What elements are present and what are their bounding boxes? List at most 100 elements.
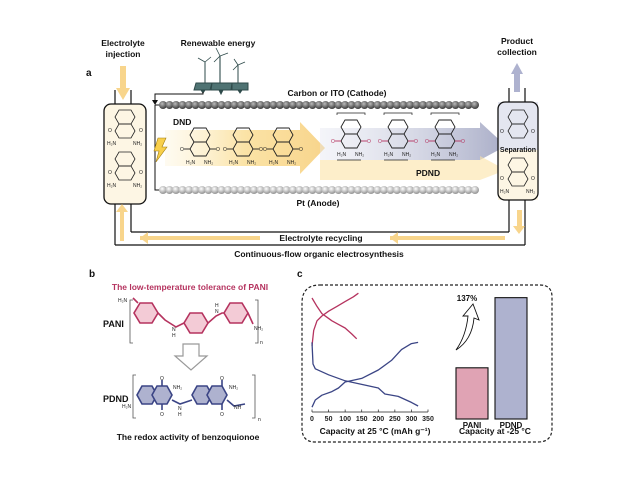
cathode-bead [191, 101, 200, 109]
svg-text:H₂N: H₂N [384, 152, 394, 158]
panel-a: a Electrolyte injection O O H₂N NH₂ O O [86, 36, 539, 259]
x-tick-label: 350 [422, 416, 434, 423]
anode-bead [237, 186, 245, 194]
anode-bead [380, 186, 388, 194]
svg-text:H₂N: H₂N [269, 160, 279, 166]
cathode-bead [451, 101, 460, 109]
pdnd-title: The redox activity of benzoquionoe [117, 432, 260, 442]
svg-text:n: n [260, 340, 263, 346]
anode-bead [217, 186, 226, 194]
separation-label: Separation [500, 147, 536, 154]
anode-bead [373, 186, 382, 194]
cathode-bead [269, 101, 278, 109]
svg-text:NH₂: NH₂ [449, 152, 458, 158]
wind-solar-icon [193, 47, 249, 96]
cathode-bead [354, 101, 362, 109]
cathode-bead [308, 101, 317, 109]
anode-electrode [159, 186, 479, 194]
reactant-reservoir: O O H₂N NH₂ O O H₂N NH₂ [103, 103, 147, 205]
svg-text:O: O [259, 147, 263, 153]
cathode-bead [178, 101, 187, 109]
anode-bead [354, 186, 362, 194]
product-collection-arrow-icon [511, 63, 523, 92]
cathode-bead [445, 101, 453, 109]
bar-label: PDND [500, 421, 523, 430]
cathode-bead [464, 101, 473, 109]
svg-text:H₂N: H₂N [500, 189, 510, 195]
svg-text:H: H [178, 412, 182, 418]
svg-text:n: n [258, 417, 261, 423]
anode-bead [386, 186, 395, 194]
cathode-bead [276, 101, 284, 109]
cathode-bead [289, 101, 297, 109]
cathode-bead [432, 101, 440, 109]
anode-bead [412, 186, 421, 194]
cathode-bead [302, 101, 310, 109]
cathode-bead [165, 101, 174, 109]
anode-bead [250, 186, 258, 194]
transform-arrow-icon [173, 343, 209, 371]
anode-bead [282, 186, 291, 194]
panel-label-a: a [86, 68, 92, 79]
anode-bead [198, 186, 206, 194]
anode-bead [458, 186, 466, 194]
cathode-bead [438, 101, 447, 109]
svg-text:O: O [531, 176, 535, 182]
anode-label: Pt (Anode) [297, 198, 340, 208]
anode-bead [406, 186, 414, 194]
cathode-bead [373, 101, 382, 109]
svg-text:O: O [220, 412, 224, 418]
anode-bead [315, 186, 323, 194]
increase-annotation: 137% [457, 294, 477, 303]
cathode-bead [399, 101, 408, 109]
cathode-bead [347, 101, 356, 109]
cathode-bead [172, 101, 180, 109]
anode-bead [471, 186, 479, 194]
bar-pani [455, 367, 489, 420]
anode-bead [211, 186, 219, 194]
cathode-bead [243, 101, 252, 109]
electrolyte-injection-label-1: Electrolyte [101, 38, 145, 48]
anode-bead [243, 186, 252, 194]
bar-pdnd [494, 297, 528, 420]
pani-structure [132, 297, 254, 334]
anode-bead [464, 186, 473, 194]
anode-bead [224, 186, 232, 194]
x-tick-label: 300 [406, 416, 418, 423]
pdnd-structure-label: PDND [103, 394, 129, 404]
svg-text:O: O [160, 412, 164, 418]
x-tick-label: 200 [372, 416, 384, 423]
anode-bead [191, 186, 200, 194]
cathode-bead [360, 101, 369, 109]
cathode-bead [406, 101, 414, 109]
cathode-bead [386, 101, 395, 109]
anode-bead [256, 186, 265, 194]
svg-text:H: H [172, 333, 176, 339]
anode-bead [276, 186, 284, 194]
cathode-bead [458, 101, 466, 109]
svg-text:O: O [378, 139, 382, 145]
increase-arrow-icon [455, 303, 480, 351]
anode-bead [328, 186, 336, 194]
anode-bead [159, 186, 167, 194]
svg-text:O: O [139, 128, 143, 134]
panel-label-c: c [297, 269, 303, 280]
pani-title: The low-temperature tolerance of PANI [112, 282, 268, 292]
svg-text:NH₂: NH₂ [204, 160, 213, 166]
anode-bead [172, 186, 180, 194]
pani-label: PANI [103, 319, 124, 329]
series-pani-charge [311, 292, 359, 347]
svg-text:O: O [331, 139, 335, 145]
panel-b: b The low-temperature tolerance of PANI … [89, 269, 268, 442]
anode-bead [302, 186, 310, 194]
svg-text:H₂N: H₂N [431, 152, 441, 158]
anode-bead [419, 186, 427, 194]
cathode-bead [315, 101, 323, 109]
cathode-bead [282, 101, 291, 109]
